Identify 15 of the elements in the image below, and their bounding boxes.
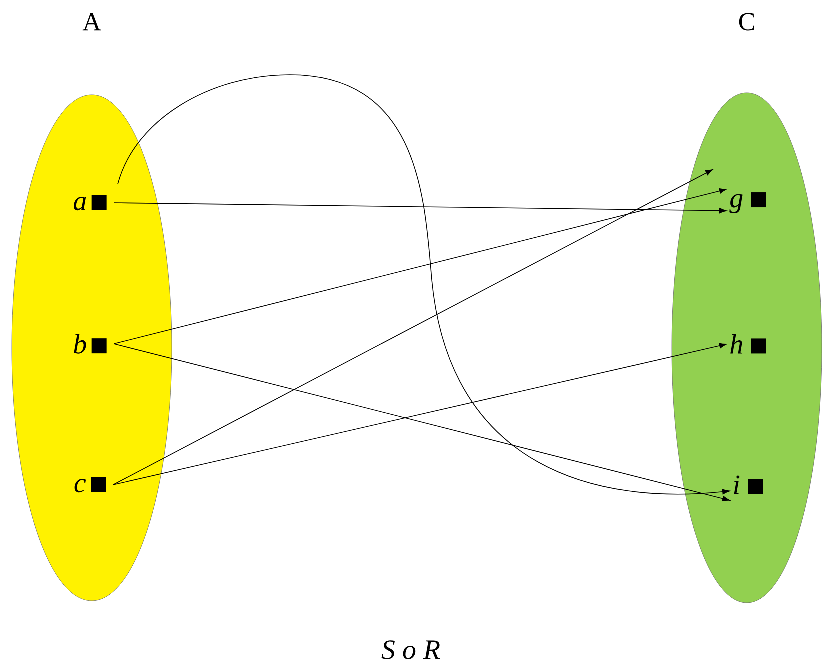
set-ellipse (12, 94, 172, 602)
arrow (118, 74, 730, 495)
caption: S o R (382, 640, 440, 660)
element-label: h (730, 334, 766, 354)
set-ellipse (672, 92, 822, 604)
arrow (114, 202, 727, 214)
element-label: b (74, 334, 107, 354)
set-heading: C (739, 13, 754, 31)
element-label: a (74, 195, 107, 211)
set-heading: A (82, 13, 102, 31)
element-label: i (734, 476, 764, 494)
arrow (114, 188, 728, 344)
element-label: g (730, 192, 766, 214)
arrow (112, 169, 714, 486)
element-label: c (74, 477, 106, 493)
